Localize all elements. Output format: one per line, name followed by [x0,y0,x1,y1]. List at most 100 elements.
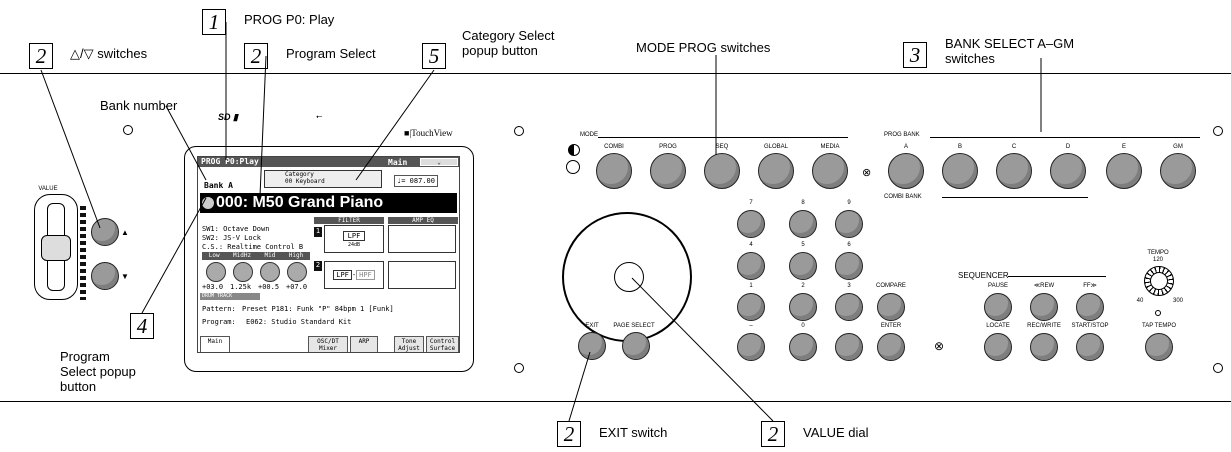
page-select-button[interactable] [622,332,650,360]
screw-hole [1213,126,1223,136]
eq-knob-mid[interactable] [260,262,280,282]
inc-switch[interactable] [91,218,119,246]
bank-gm-label: GM [1173,144,1183,150]
amp-eq1-curve[interactable] [388,225,456,253]
callout-number: 5 [422,43,446,69]
screw-hole [1213,363,1223,373]
power-icon[interactable] [566,160,580,174]
contrast-icon [568,144,580,156]
cs-assign: C.S.: Realtime Control B [202,243,304,251]
pause-label: PAUSE [988,283,1008,289]
eq-value-midhz: 1.25k [230,283,252,291]
osc2-marker: 2 [314,261,322,271]
start-stop-label: START/STOP [1071,323,1109,329]
eq-knob-low[interactable] [206,262,226,282]
tempo-knob[interactable] [1144,266,1174,296]
compare-button[interactable] [877,293,905,321]
bank-b-button[interactable] [942,153,978,189]
tab-tone-adjust[interactable]: Tone Adjust [394,336,424,352]
key-9[interactable] [835,210,863,238]
mode-group-line [598,137,848,138]
exit-button[interactable] [578,332,606,360]
eq-value-low: +03.0 [202,283,224,291]
key-minus-label: – [749,323,753,329]
page-menu-button[interactable]: ⌄ [420,158,458,166]
callout-number: 2 [29,43,53,69]
pattern-value[interactable]: Preset P181: Funk "P" 84bpm 1 [Funk] [242,305,394,313]
filter2-box[interactable]: LPF-HPF [324,261,384,289]
ff-button[interactable] [1076,293,1104,321]
lcd-screen[interactable]: PROG P0:Play Main ⌄ Bank A Category 00 K… [197,156,460,353]
mode-global-button[interactable] [758,153,794,189]
eq-knob-high[interactable] [287,262,307,282]
amp-eq2-curve[interactable] [388,261,456,289]
key-7[interactable] [737,210,765,238]
program-select[interactable]: 000: M50 Grand Piano [200,193,457,213]
key-0-label: 0 [801,323,805,329]
bank-d-button[interactable] [1050,153,1086,189]
eq-knob-midhz[interactable] [233,262,253,282]
key-dot[interactable] [835,333,863,361]
rew-button[interactable] [1030,293,1058,321]
enter-button[interactable] [877,333,905,361]
pattern-label: Pattern: [202,305,236,313]
start-stop-button[interactable] [1076,333,1104,361]
value-dial-grip [614,262,644,292]
mode-group-label: MODE [580,132,598,138]
tap-tempo-button[interactable] [1145,333,1173,361]
key-0[interactable] [789,333,817,361]
screw-hole [514,363,524,373]
bank-gm-button[interactable] [1160,153,1196,189]
key-3[interactable] [835,293,863,321]
key-3-label: 3 [847,283,851,289]
category-popup-button[interactable]: Category 00 Keyboard [264,170,382,188]
key-2[interactable] [789,293,817,321]
tab-osc-dt-mixer[interactable]: OSC/DT Mixer [308,336,348,352]
bank-a-label: A [903,144,908,150]
mode-combi-button[interactable] [596,153,632,189]
eq-value-mid: +00.5 [258,283,280,291]
callout-number: 2 [761,421,785,447]
bank-c-button[interactable] [996,153,1032,189]
key-6[interactable] [835,252,863,280]
filter1-box[interactable]: LPF 24dB [324,225,384,253]
mode-seq-button[interactable] [704,153,740,189]
mode-media-label: MEDIA [820,144,840,150]
key-8[interactable] [789,210,817,238]
sw1-assign: SW1: Octave Down [202,225,270,233]
rec-write-label: REC/WRITE [1027,323,1061,329]
value-slider[interactable] [34,194,78,300]
callout-label: BANK SELECT A–GM switches [945,36,1075,66]
page-select-label: PAGE SELECT [613,323,655,329]
pause-button[interactable] [984,293,1012,321]
mode-prog-button[interactable] [650,153,686,189]
drum-program-value[interactable]: E062: Studio Standard Kit [246,318,352,326]
dec-switch[interactable] [91,262,119,290]
bank-e-button[interactable] [1106,153,1142,189]
value-led-bar [80,206,86,300]
callout-label: Program Select [286,46,376,61]
locate-button[interactable] [984,333,1012,361]
tab-control-surface[interactable]: Control Surface [426,336,459,352]
rec-write-button[interactable] [1030,333,1058,361]
key-minus[interactable] [737,333,765,361]
bank-a-button[interactable] [888,153,924,189]
key-4[interactable] [737,252,765,280]
drum-track-label: DRUM TRACK [200,293,260,300]
callout-label: Category Select popup button [462,28,555,58]
tempo-mark-300: 300 [1172,298,1183,304]
mode-prog-label: PROG [659,144,677,150]
mode-media-button[interactable] [812,153,848,189]
tempo-label: TEMPO [1147,250,1169,256]
tab-arp[interactable]: ARP [350,336,378,352]
tempo-field[interactable]: ♩= 087.00 [394,175,438,187]
bottom-frame-line [0,401,1231,402]
keypad-led-icon: ⊗ [934,339,945,353]
key-5[interactable] [789,252,817,280]
combi-bank-label: COMBI BANK [884,194,922,200]
key-1[interactable] [737,293,765,321]
tab-main[interactable]: Main [200,336,230,352]
mode-combi-label: COMBI [604,144,624,150]
